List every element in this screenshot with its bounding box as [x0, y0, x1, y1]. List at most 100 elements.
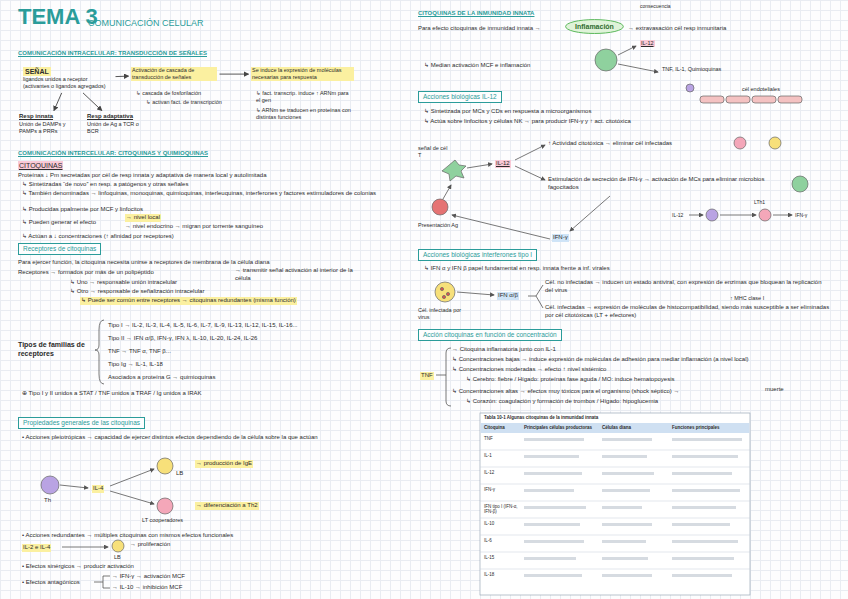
illustration-circle: [446, 292, 449, 295]
note-text: • Efectos antagónicos: [22, 579, 80, 587]
node-title: SEÑAL: [23, 67, 51, 76]
illustration-rect: [672, 540, 738, 543]
note-text: IL-18: [484, 572, 520, 577]
highlighted-text: CITOQUINAS: [18, 161, 63, 170]
illustration-rect: [602, 438, 652, 441]
note-text: ↳ Sintetizada por MCs y CDs en respuesta…: [424, 108, 591, 116]
note-text: ↳ cascada de fosforilación: [136, 90, 201, 97]
node-title: Resp adaptativa: [87, 113, 145, 121]
node-body: Unión de DAMPs y PAMPs a PRRs: [19, 121, 77, 135]
illustration-rect: [524, 489, 574, 492]
illustration-line: [515, 145, 545, 160]
note-text: ↳ Concentraciones bajas → induce expresi…: [452, 356, 837, 364]
note-text: Cél. infectadas → expresión de moléculas…: [545, 304, 830, 320]
note-text: ↳ ARNm se traducen en proteínas con dist…: [256, 107, 366, 121]
note-text: ↳ IFN α y IFN β papel fundamental en res…: [424, 265, 610, 273]
note-text: IL-12: [672, 212, 683, 218]
note-text: Th: [44, 497, 51, 505]
section-heading: COMUNICACIÓN INTRACELULAR: TRANSDUCCIÓN …: [18, 50, 207, 58]
note-text: muerte: [765, 386, 784, 394]
note-text: ↳ Pueden generar el efecto: [22, 219, 96, 227]
note-text: COMUNICACIÓN CELULAR: [88, 18, 204, 30]
illustration-rect: [726, 96, 750, 103]
illustration-rect: [672, 523, 730, 526]
illustration-circle: [112, 540, 124, 552]
illustration-path: [528, 285, 543, 308]
illustration-path: [94, 576, 110, 588]
highlighted-text: IL-12: [495, 160, 511, 168]
note-text: IL-1: [484, 453, 520, 458]
illustration-rect: [524, 523, 580, 526]
note-text: ↳ Median activación MCF e inflamación: [424, 62, 530, 70]
note-text: IL-12: [484, 470, 520, 475]
illustration-rect: [602, 523, 652, 526]
illustration-line: [720, 215, 756, 216]
illustration-rect: [602, 574, 652, 577]
note-text: • Efectos sinérgicos → producir activaci…: [22, 563, 134, 571]
highlighted-text: IFN α/β: [497, 292, 519, 300]
illustration-rect: [778, 96, 802, 103]
illustration-g: [480, 450, 750, 569]
illustration-path: [442, 160, 466, 181]
note-text: IFN-γ: [484, 487, 520, 492]
highlighted-text: IL-12: [640, 40, 655, 47]
heading-box: Propiedades generales de las citoquinas: [18, 417, 145, 429]
illustration-circle: [440, 287, 443, 290]
node-title: Acciones biológicas interferones tipo I: [423, 251, 532, 259]
illustration-rect: [700, 96, 724, 103]
note-text: ↑ MHC clase I: [730, 295, 764, 302]
node-title: Acciones biológicas IL-12: [423, 93, 497, 101]
note-text: TNF: [484, 436, 520, 441]
heading-box: Acciones biológicas IL-12: [418, 91, 502, 103]
illustration-circle: [792, 176, 808, 192]
illustration-circle: [595, 49, 617, 71]
note-text: ⊕ Tipo I y II unidos a STAT / TNF unidos…: [22, 390, 202, 398]
flow-arrow: [54, 93, 62, 111]
note-text: Funciones principales: [672, 425, 720, 430]
illustration-rect: [524, 540, 584, 543]
note-text: LB: [176, 470, 183, 478]
illustration-g: [480, 413, 750, 595]
note-text: → transmitir señal activación al interio…: [235, 267, 365, 283]
note-text: ↳ Concentraciones altas → efectos muy tó…: [452, 388, 679, 396]
note-text: LB: [114, 554, 121, 561]
note-text: ↳ Uno → responsable unión intracelular: [70, 279, 177, 287]
illustration-rect: [480, 413, 750, 595]
illustration-rect: [672, 438, 742, 441]
illustration-circle: [157, 458, 173, 474]
note-text: IL-10: [484, 521, 520, 526]
note-text: ↳ Corazón: coagulación y formación de tr…: [466, 398, 658, 406]
illustration-circle: [734, 137, 746, 149]
node-title: Se induce la expresión de moléculas nece…: [251, 67, 354, 81]
highlighted-text: TNF: [420, 372, 434, 380]
note-text: IL-15: [484, 555, 520, 560]
illustration-rect: [524, 438, 584, 441]
illustration-circle: [41, 476, 59, 494]
illustration-path: [95, 320, 104, 384]
illustration-line: [618, 64, 658, 72]
node-body: Unión de Ag a TCR o BCR: [87, 121, 145, 135]
illustration-rect: [524, 472, 582, 475]
illustration-circle: [157, 498, 173, 514]
node-title: Inflamación: [575, 22, 614, 31]
illustration-rect: [672, 489, 740, 492]
illustration-rect: [672, 455, 738, 458]
note-text: Cél. infectada por virus: [418, 307, 473, 321]
illustration-circle: [706, 209, 718, 221]
highlighted-text: → diferenciación a Th2: [195, 502, 259, 510]
note-text: Tipo II → IFN α/β, IFN-γ, IFN λ, IL-10, …: [108, 335, 257, 343]
highlighted-text: IL-2 e IL-4: [22, 544, 51, 552]
note-text: IL-6: [484, 538, 520, 543]
note-text: Para ejercer función, la citoquina neces…: [18, 259, 408, 267]
illustration-rect: [672, 472, 732, 475]
note-text: ↳ También denominadas → linfoquinas, mon…: [22, 190, 407, 198]
note-text: → proliferación: [130, 541, 170, 549]
note-text: ↳ Actúan a ↓ concentraciones (↑ afinidad…: [22, 233, 174, 241]
illustration-rect: [602, 455, 647, 458]
illustration-rect: [672, 506, 736, 509]
illustration-line: [480, 518, 750, 519]
illustration-circle: [759, 209, 771, 221]
illustration-path: [436, 348, 451, 406]
illustration-circle: [432, 199, 448, 215]
note-text: ↳ Producidas ppalmente por MCF y linfoci…: [22, 206, 143, 214]
